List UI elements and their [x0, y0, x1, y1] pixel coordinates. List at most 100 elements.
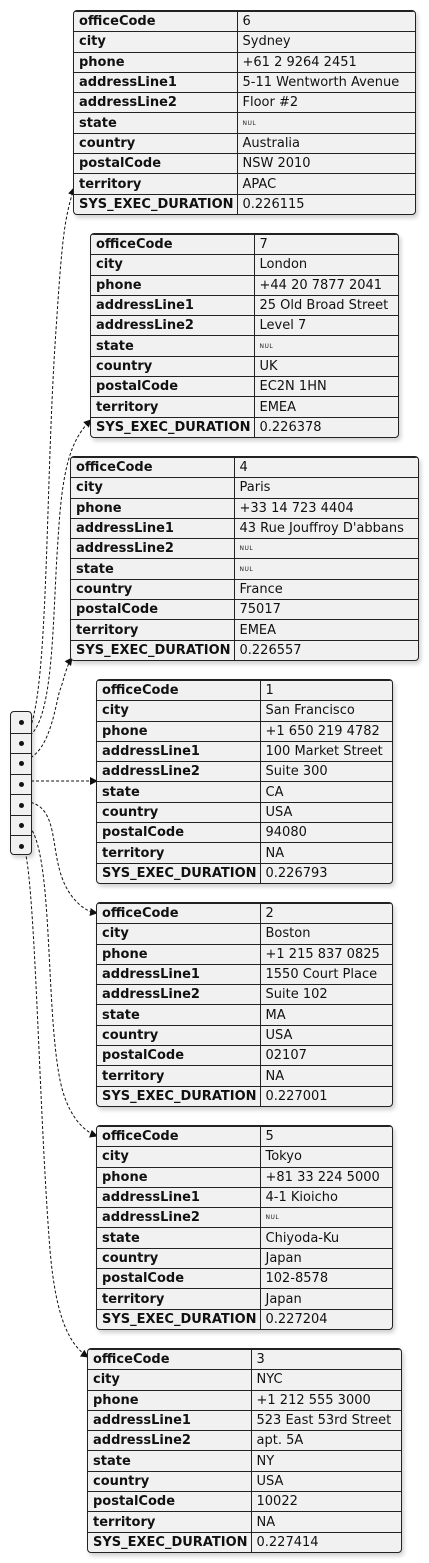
field-value: 4-1 Kioicho: [259, 1186, 392, 1209]
field-value: EMEA: [233, 619, 418, 641]
field-name: country: [74, 132, 238, 155]
field-value: NA: [259, 842, 392, 864]
field-value: NSW 2010: [236, 153, 415, 175]
field-row: phone+1 212 555 3000: [88, 1389, 401, 1411]
field-value: 94080: [259, 822, 392, 844]
field-value: 4: [233, 457, 418, 479]
array-cell: [11, 712, 31, 733]
field-value: France: [233, 578, 418, 601]
field-name: officeCode: [97, 680, 261, 702]
field-name: addressLine1: [71, 517, 235, 540]
field-name: SYS_EXEC_DURATION: [97, 1085, 261, 1106]
field-name: city: [88, 1369, 252, 1391]
field-value: Australia: [236, 132, 415, 155]
array-cell: [11, 732, 31, 754]
field-row: phone+44 20 7877 2041: [91, 274, 398, 296]
pointer-dot: [18, 843, 24, 849]
field-value: CA: [259, 781, 392, 803]
field-name: territory: [88, 1511, 252, 1533]
field-name: city: [97, 1146, 261, 1168]
field-value: 100 Market Street: [259, 740, 392, 763]
field-value: 2: [259, 903, 392, 925]
field-value: 25 Old Broad Street: [253, 294, 398, 317]
field-name: SYS_EXEC_DURATION: [88, 1531, 252, 1552]
field-value: NY: [250, 1450, 401, 1472]
field-name: territory: [97, 1288, 261, 1310]
field-name: SYS_EXEC_DURATION: [71, 639, 235, 660]
field-value: NUL: [233, 558, 418, 580]
field-name: addressLine1: [91, 294, 255, 317]
field-name: phone: [74, 51, 238, 73]
field-value: 5: [259, 1126, 392, 1148]
field-name: addressLine1: [88, 1409, 252, 1432]
field-row: phone+1 650 219 4782: [97, 720, 392, 742]
field-value: EMEA: [253, 396, 398, 418]
field-name: state: [91, 335, 255, 357]
field-value: 1550 Court Place: [259, 963, 392, 986]
field-name: country: [91, 355, 255, 378]
field-name: phone: [88, 1389, 252, 1411]
field-name: territory: [97, 842, 261, 864]
field-name: city: [71, 477, 235, 499]
field-value: 0.226378: [253, 416, 398, 437]
field-name: addressLine1: [97, 963, 261, 986]
field-value: 0.226557: [233, 639, 418, 660]
field-value: 6: [236, 11, 415, 33]
field-name: officeCode: [97, 903, 261, 925]
array-cell: [11, 794, 31, 815]
field-name: postalCode: [74, 153, 238, 175]
null-marker: NUL: [239, 545, 254, 553]
pointer-dot: [18, 740, 24, 746]
field-value: Sydney: [236, 31, 415, 53]
field-value: 1: [259, 680, 392, 702]
reference-arrow: [20, 821, 98, 1138]
field-value: 5-11 Wentworth Avenue: [236, 71, 415, 94]
field-value: Suite 300: [259, 761, 392, 783]
field-value: Chiyoda-Ku: [259, 1227, 392, 1249]
field-value: +44 20 7877 2041: [253, 274, 398, 296]
field-value: +1 212 555 3000: [250, 1389, 401, 1411]
field-name: country: [97, 801, 261, 824]
field-name: state: [97, 781, 261, 803]
field-row: phone+61 2 9264 2451: [74, 51, 415, 73]
pointer-dot: [18, 823, 24, 829]
field-name: country: [97, 1247, 261, 1270]
field-value: Paris: [233, 477, 418, 499]
